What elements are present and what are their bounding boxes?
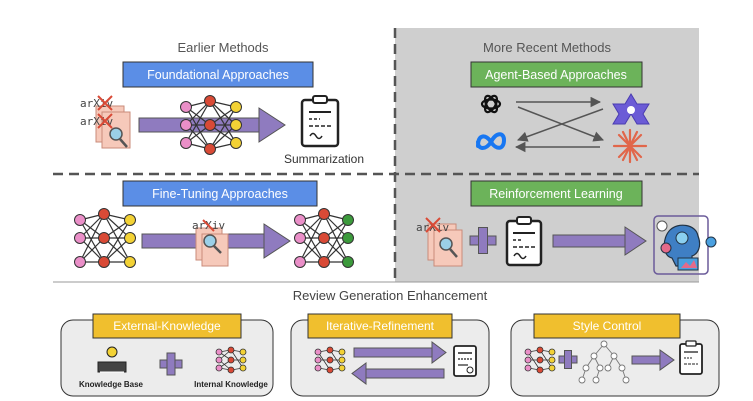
openai-logo-icon [480, 94, 502, 114]
meta-logo-icon [476, 132, 507, 150]
fine-tuning-approaches-box: Fine-Tuning Approaches [122, 180, 318, 207]
neural-network-icon-internal [215, 346, 247, 374]
neural-network-icon-finetuned [294, 208, 354, 268]
foundational-approaches-box: Foundational Approaches [122, 61, 314, 88]
earlier-methods-title: Earlier Methods [177, 40, 269, 55]
knowledge-base-icon [97, 346, 127, 373]
arxiv-text-2: arXiv [80, 115, 113, 128]
style-control-label: Style Control [573, 319, 642, 333]
style-arrow [631, 349, 675, 371]
plus-icon-external [159, 352, 183, 376]
enhancement-title: Review Generation Enhancement [293, 288, 488, 303]
iterative-refinement-card: Iterative-Refinement [290, 313, 490, 397]
agent-based-approaches-box: Agent-Based Approaches [470, 61, 643, 88]
flow-arrow-rl [552, 226, 647, 256]
tree-structure-icon [578, 340, 630, 384]
agent-communication-arrows [514, 96, 604, 153]
reinforcement-learning-box: Reinforcement Learning [470, 180, 643, 207]
reinforcement-learning-label: Reinforcement Learning [489, 187, 622, 201]
summary-clipboard-icon-style [679, 340, 703, 375]
neural-network-icon-iterative [314, 346, 346, 374]
neural-network-icon-base [74, 208, 136, 268]
summary-clipboard-icon-rl [505, 216, 543, 267]
ai-reasoning-head-icon [653, 215, 717, 275]
refinement-forward-arrow [353, 341, 447, 364]
knowledge-base-label: Knowledge Base [79, 380, 144, 389]
summarization-caption: Summarization [284, 152, 364, 166]
external-knowledge-label: External-Knowledge [113, 319, 221, 333]
neural-network-icon-foundational [180, 95, 242, 155]
recent-methods-title: More Recent Methods [483, 40, 611, 55]
iterative-refinement-label: Iterative-Refinement [326, 319, 435, 333]
internal-knowledge-label: Internal Knowledge [194, 380, 268, 389]
arxiv-text-4: arXiv [416, 221, 449, 234]
fine-tuning-approaches-label: Fine-Tuning Approaches [152, 187, 288, 201]
foundational-approaches-label: Foundational Approaches [147, 68, 289, 82]
claude-logo-icon [612, 128, 648, 164]
plus-icon-style [558, 350, 578, 369]
neural-network-icon-style [524, 346, 556, 374]
arxiv-papers-icon-rl: arXiv [416, 217, 463, 267]
summary-clipboard-icon [300, 95, 340, 148]
refinement-backward-arrow [351, 362, 445, 385]
qwen-logo-icon [612, 93, 650, 125]
review-document-icon [453, 345, 477, 377]
style-control-card: Style Control [510, 313, 720, 397]
arxiv-text-1: arXiv [80, 97, 113, 110]
arxiv-papers-icon: arXiv arXiv [80, 95, 131, 149]
agent-based-approaches-label: Agent-Based Approaches [485, 68, 627, 82]
external-knowledge-card: External-Knowledge Knowledge Base Intern… [60, 313, 274, 397]
plus-icon-rl [469, 227, 497, 254]
arxiv-papers-icon-fine-tuning: arXiv [192, 219, 229, 267]
